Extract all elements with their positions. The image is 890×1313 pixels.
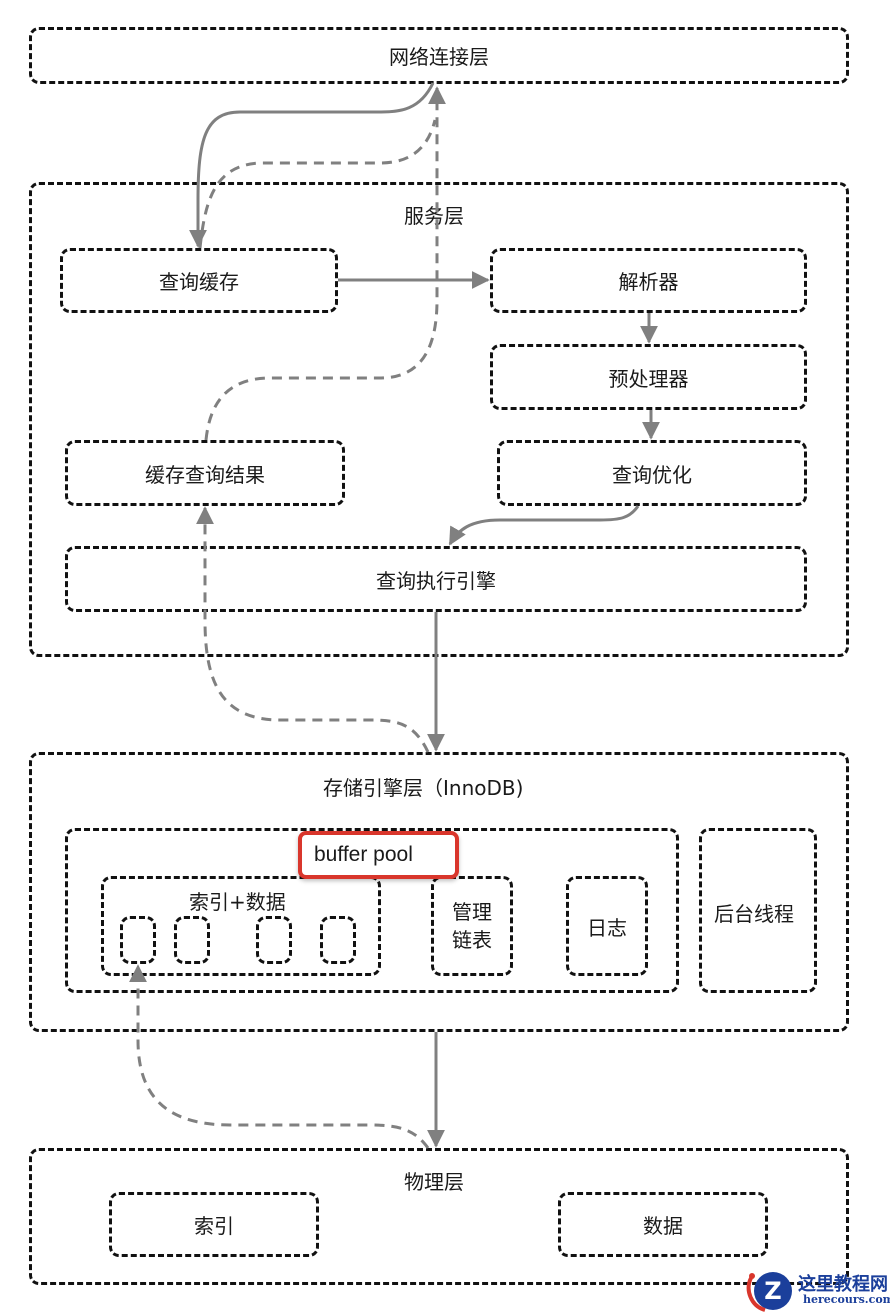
network-layer-label: 网络连接层 bbox=[389, 45, 489, 69]
query-cache-label: 查询缓存 bbox=[159, 270, 239, 294]
log-box: 日志 bbox=[566, 876, 648, 976]
background-threads-box bbox=[699, 828, 817, 993]
service-layer-label: 服务层 bbox=[404, 204, 464, 228]
executor-box: 查询执行引擎 bbox=[65, 546, 807, 612]
preprocessor-label: 预处理器 bbox=[608, 366, 689, 391]
background-threads-label: 后台线程 bbox=[714, 902, 794, 926]
physical-index-label: 索引 bbox=[194, 1214, 234, 1238]
executor-label: 查询执行引擎 bbox=[376, 568, 496, 593]
buffer-pool-label: buffer pool bbox=[314, 843, 413, 866]
query-cache-box: 查询缓存 bbox=[60, 248, 338, 313]
physical-data-box: 数据 bbox=[558, 1192, 768, 1257]
page-slot bbox=[120, 916, 156, 964]
linked-list-label-line1: 管理 bbox=[452, 900, 492, 924]
linked-list-box: 管理 链表 bbox=[431, 876, 513, 976]
parser-box: 解析器 bbox=[490, 248, 807, 313]
linked-list-label-line2: 链表 bbox=[452, 928, 492, 952]
watermark: Z 这里教程网 herecours.com bbox=[745, 1268, 890, 1313]
page-slot bbox=[174, 916, 210, 964]
watermark-logo-icon: Z bbox=[746, 1272, 792, 1312]
optimizer-label: 查询优化 bbox=[612, 462, 692, 487]
preprocessor-box: 预处理器 bbox=[490, 344, 807, 410]
parser-label: 解析器 bbox=[618, 270, 679, 294]
svg-text:Z: Z bbox=[764, 1277, 781, 1305]
page-slot bbox=[320, 916, 356, 964]
watermark-subtitle: herecours.com bbox=[803, 1293, 890, 1306]
storage-layer bbox=[29, 752, 849, 1032]
cache-result-box: 缓存查询结果 bbox=[65, 440, 345, 506]
physical-index-box: 索引 bbox=[109, 1192, 319, 1257]
buffer-pool-highlight: buffer pool bbox=[298, 831, 459, 879]
physical-data-label: 数据 bbox=[643, 1214, 683, 1238]
cache-result-label: 缓存查询结果 bbox=[145, 462, 265, 487]
optimizer-box: 查询优化 bbox=[497, 440, 807, 506]
physical-layer bbox=[29, 1148, 849, 1285]
service-layer bbox=[29, 182, 849, 657]
page-slot bbox=[256, 916, 292, 964]
physical-layer-label: 物理层 bbox=[404, 1170, 464, 1194]
network-layer: 网络连接层 bbox=[29, 27, 849, 84]
index-data-label: 索引+数据 bbox=[189, 890, 286, 914]
storage-layer-label: 存储引擎层（InnoDB) bbox=[323, 776, 524, 800]
log-label: 日志 bbox=[587, 915, 627, 940]
watermark-title: 这里教程网 bbox=[798, 1274, 888, 1295]
